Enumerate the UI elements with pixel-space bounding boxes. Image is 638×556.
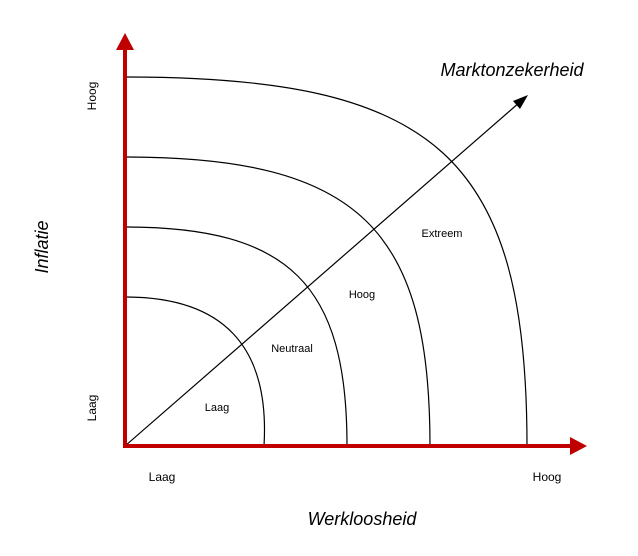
zone-boundary-neutraal [124, 226, 348, 447]
uncertainty-arrowhead [513, 95, 528, 109]
y-axis-title: Inflatie [32, 220, 52, 273]
zone-boundary-laag [124, 296, 266, 447]
zone-boundary-extreem [124, 76, 528, 447]
x-axis-low-label: Laag [149, 470, 176, 484]
x-axis-arrowhead [570, 437, 587, 455]
y-axis-high-label: Hoog [85, 82, 99, 111]
zone-label-hoog: Hoog [349, 289, 375, 301]
y-axis-arrowhead [116, 33, 134, 50]
y-axis-low-label: Laag [85, 395, 99, 422]
zone-label-neutraal: Neutraal [271, 343, 313, 355]
zone-label-laag: Laag [205, 402, 229, 414]
x-axis-title: Werkloosheid [308, 509, 418, 529]
zone-label-extreem: Extreem [422, 228, 463, 240]
zone-boundary-hoog [124, 156, 431, 447]
x-axis-high-label: Hoog [533, 470, 562, 484]
uncertainty-arrow-line [124, 101, 521, 447]
diagonal-title: Marktonzekerheid [440, 60, 584, 80]
